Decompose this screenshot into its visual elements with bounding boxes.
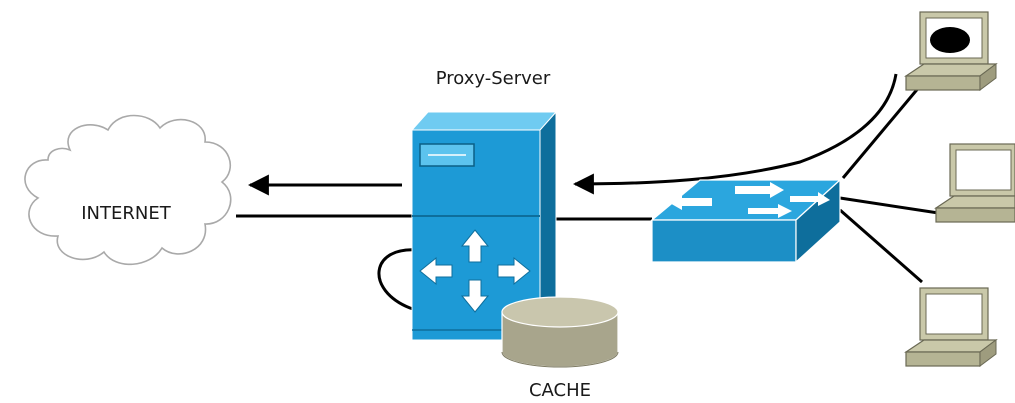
four-way-arrows-icon — [419, 229, 531, 313]
cache-label: CACHE — [529, 380, 591, 401]
cache-database-icon — [501, 296, 619, 368]
internet-label: INTERNET — [81, 203, 171, 224]
client-computer-bottom-icon — [904, 287, 998, 367]
switch-computer-mid-link — [839, 196, 946, 216]
switch-arrows-icon — [668, 182, 830, 218]
client-computer-top-icon — [904, 11, 998, 91]
proxy-server-label: Proxy-Server — [436, 68, 551, 89]
switch-computer-bottom-link — [839, 208, 923, 284]
client-request-arrow — [572, 73, 898, 195]
network-switch-icon — [650, 178, 842, 264]
switch-computer-top-link — [841, 85, 922, 179]
internet-cloud-icon: INTERNET — [24, 114, 232, 266]
screen-scribble — [930, 27, 970, 53]
client-computer-middle-icon — [934, 143, 1015, 223]
connection-lines — [236, 85, 946, 284]
